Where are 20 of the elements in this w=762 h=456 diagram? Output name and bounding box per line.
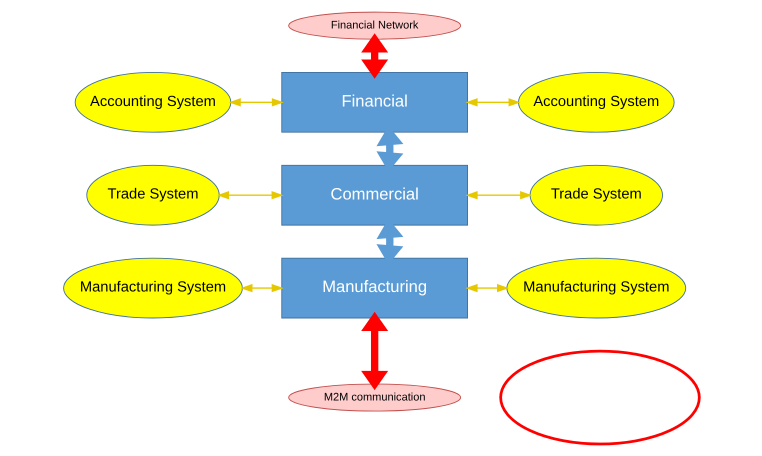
arrow — [360, 312, 388, 390]
arrow — [360, 33, 388, 79]
node-ellipse: Financial Network — [288, 12, 461, 40]
node-ellipse: Manufacturing System — [62, 258, 242, 318]
arrow — [465, 284, 508, 292]
arrow — [465, 98, 520, 106]
node-ellipse: Trade System — [529, 164, 662, 226]
arrow — [216, 191, 284, 200]
node-ellipse: Manufacturing System — [506, 258, 686, 318]
node-ellipse: Trade System — [86, 164, 220, 226]
arrow — [465, 191, 532, 200]
node-ellipse: Accounting System — [74, 72, 231, 133]
node-ellipse: Accounting System — [518, 72, 674, 133]
node-box: Financial — [280, 72, 468, 133]
arrow — [240, 284, 284, 292]
node-circle — [498, 350, 700, 446]
arrow — [228, 98, 284, 106]
node-box: Manufacturing — [280, 258, 468, 318]
node-box: Commercial — [280, 164, 468, 226]
node-ellipse: M2M communication — [288, 384, 461, 412]
